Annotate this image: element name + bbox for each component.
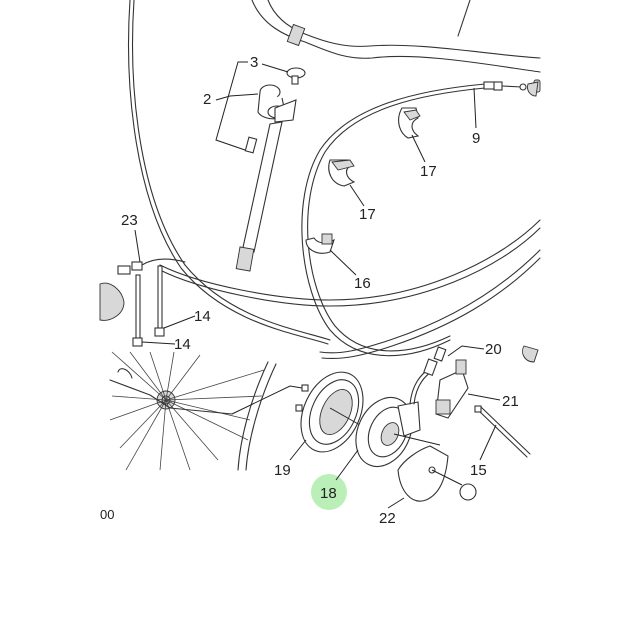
- brake-plate-part-19: [295, 371, 364, 453]
- callout-17-upper[interactable]: 17: [420, 163, 437, 180]
- grommet-part-3: [286, 67, 306, 85]
- callout-16[interactable]: 16: [354, 275, 371, 292]
- callout-labels: 3 2 9 17 17 23 16 14 14 20 21 19 15 18 2…: [100, 54, 519, 527]
- wheel-hub: [109, 351, 303, 471]
- brake-cable-left: [128, 0, 331, 345]
- callout-20[interactable]: 20: [485, 341, 502, 358]
- callout-15[interactable]: 15: [470, 462, 487, 479]
- callout-21[interactable]: 21: [502, 393, 519, 410]
- edge-text: 00: [100, 507, 114, 522]
- cover-part-22: [397, 445, 477, 502]
- nut-icon: [459, 483, 477, 501]
- clip-16: [305, 233, 335, 254]
- connector-right: [522, 81, 539, 363]
- cable-ties-part-14: [132, 265, 165, 347]
- callout-2[interactable]: 2: [203, 91, 211, 108]
- callout-22[interactable]: 22: [379, 510, 396, 527]
- callout-19[interactable]: 19: [274, 462, 291, 479]
- holder-part-2: [235, 84, 297, 272]
- callout-3[interactable]: 3: [250, 54, 258, 71]
- clip-17-lower: [328, 159, 356, 187]
- screw-icon: [244, 136, 258, 154]
- cable-9: [159, 79, 541, 359]
- bolt-part-15: [474, 405, 531, 458]
- sensor-part-21: [435, 359, 469, 419]
- callout-leaders: [134, 61, 501, 509]
- connector-part-23: [99, 258, 186, 321]
- clip-17-upper: [398, 107, 421, 139]
- callout-18[interactable]: 18: [320, 485, 337, 502]
- handlebar: [251, 0, 541, 73]
- generator-part-18: [355, 346, 447, 467]
- grip-knurl-icon: [286, 23, 306, 47]
- highlight-part-18: [311, 474, 347, 510]
- callout-9[interactable]: 9: [472, 130, 480, 147]
- callout-14-upper[interactable]: 14: [194, 308, 211, 325]
- callout-14-lower[interactable]: 14: [174, 336, 191, 353]
- callout-17-lower[interactable]: 17: [359, 206, 376, 223]
- callout-23[interactable]: 23: [121, 212, 138, 229]
